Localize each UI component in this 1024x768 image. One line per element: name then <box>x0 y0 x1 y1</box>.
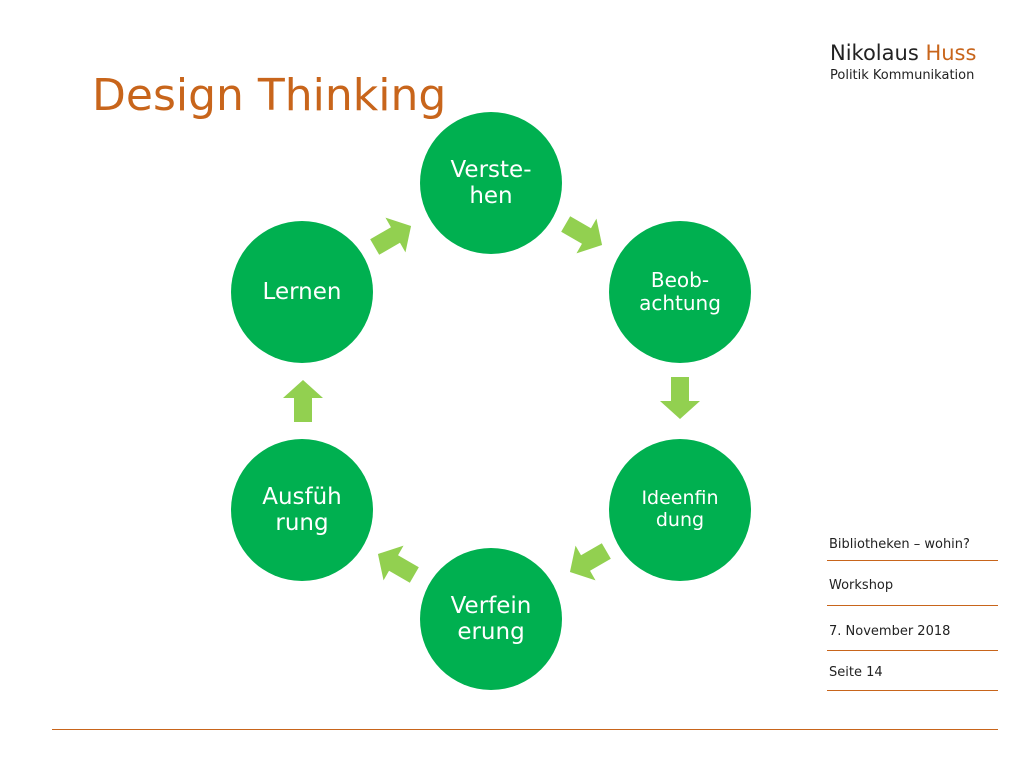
arrow-beobachtung-to-ideenfindung-icon <box>660 377 700 419</box>
node-ideenfindung: Ideenfin dung <box>609 439 751 581</box>
arrow-lernen-to-verstehen-icon <box>364 208 422 265</box>
node-lernen-label: Lernen <box>262 278 342 305</box>
arrow-verstehen-to-beobachtung-icon <box>555 206 613 263</box>
author-name: Nikolaus Huss <box>830 41 977 65</box>
footer-divider <box>52 729 998 730</box>
info-divider <box>827 560 998 561</box>
author-last-name: Huss <box>925 41 977 65</box>
author-first-name: Nikolaus <box>830 41 926 65</box>
info-topic: Bibliotheken – wohin? <box>829 537 970 552</box>
info-event-type: Workshop <box>829 578 894 593</box>
info-divider <box>827 690 998 691</box>
info-divider <box>827 650 998 651</box>
node-verstehen-label: Verste- hen <box>450 156 532 209</box>
node-beobachtung: Beob- achtung <box>609 221 751 363</box>
node-verfeinerung: Verfein erung <box>420 548 562 690</box>
info-date: 7. November 2018 <box>829 624 951 639</box>
arrow-ausfuehrung-to-lernen-icon <box>283 380 323 422</box>
node-ausfuehrung-label: Ausfüh rung <box>262 483 342 536</box>
arrow-ideenfindung-to-verfeinerung-icon <box>559 533 617 590</box>
info-divider <box>827 605 998 606</box>
node-lernen: Lernen <box>231 221 373 363</box>
node-verstehen: Verste- hen <box>420 112 562 254</box>
author-subtitle: Politik Kommunikation <box>830 68 975 83</box>
node-ausfuehrung: Ausfüh rung <box>231 439 373 581</box>
node-ideenfindung-label: Ideenfin dung <box>641 487 719 531</box>
node-beobachtung-label: Beob- achtung <box>639 268 721 315</box>
page-title: Design Thinking <box>92 70 447 121</box>
arrow-verfeinerung-to-ausfuehrung-icon <box>367 536 425 593</box>
info-page-number: Seite 14 <box>829 665 883 680</box>
node-verfeinerung-label: Verfein erung <box>450 592 532 645</box>
